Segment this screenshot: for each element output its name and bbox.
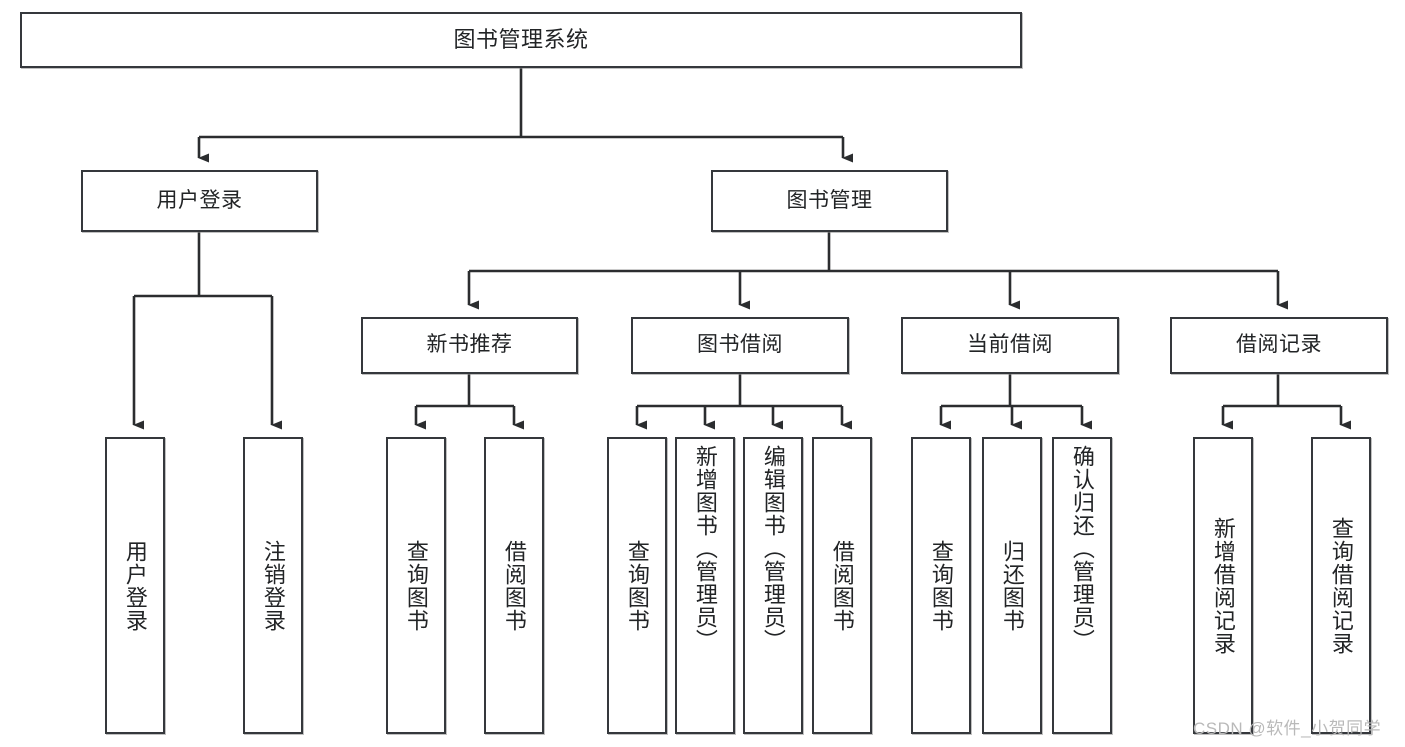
edge-group-user-login: [132, 232, 282, 430]
node-leaf-return-book[interactable]: 归还图书: [982, 437, 1042, 734]
edge-group-book-manage: [467, 232, 1288, 310]
node-current-borrow[interactable]: 当前借阅: [901, 317, 1119, 374]
node-leaf-confirm-return-admin-label: 确认归还（管理员）: [1069, 445, 1095, 652]
edge-group-root: [197, 68, 853, 163]
csdn-watermark: CSDN @软件_小贺同学: [1193, 719, 1382, 738]
node-leaf-user-login[interactable]: 用户登录: [105, 437, 165, 734]
node-leaf-user-login-label: 用户登录: [122, 539, 148, 632]
node-root-label: 图书管理系统: [453, 27, 589, 53]
node-leaf-query-book-2[interactable]: 查询图书: [607, 437, 667, 734]
node-new-book-recommend-label: 新书推荐: [426, 333, 513, 357]
edge-group-book-borrow: [635, 374, 852, 430]
node-leaf-query-book-1-label: 查询图书: [403, 539, 429, 632]
node-user-login-label: 用户登录: [156, 188, 243, 212]
node-leaf-add-book-admin[interactable]: 新增图书（管理员）: [675, 437, 735, 734]
node-leaf-add-book-admin-label: 新增图书（管理员）: [692, 445, 718, 652]
node-new-book-recommend[interactable]: 新书推荐: [361, 317, 578, 374]
node-leaf-query-book-3[interactable]: 查询图书: [911, 437, 971, 734]
node-leaf-edit-book-admin-label: 编辑图书（管理员）: [760, 445, 786, 652]
edge-group-current-borrow: [939, 374, 1092, 430]
node-book-manage-label: 图书管理: [786, 188, 873, 212]
node-book-borrow[interactable]: 图书借阅: [631, 317, 849, 374]
node-leaf-borrow-book-1-label: 借阅图书: [501, 539, 527, 632]
node-book-manage[interactable]: 图书管理: [711, 170, 948, 232]
node-leaf-borrow-book-2-label: 借阅图书: [829, 539, 855, 632]
node-root[interactable]: 图书管理系统: [20, 12, 1022, 68]
node-leaf-borrow-book-2[interactable]: 借阅图书: [812, 437, 872, 734]
node-leaf-edit-book-admin[interactable]: 编辑图书（管理员）: [743, 437, 803, 734]
edge-group-borrow-record: [1221, 374, 1351, 430]
node-leaf-logout-label: 注销登录: [260, 539, 286, 632]
node-leaf-query-book-2-label: 查询图书: [624, 539, 650, 632]
node-book-borrow-label: 图书借阅: [697, 333, 783, 357]
node-borrow-record-label: 借阅记录: [1236, 333, 1322, 357]
node-leaf-add-borrow-record-label: 新增借阅记录: [1210, 516, 1236, 655]
node-leaf-query-borrow-record-label: 查询借阅记录: [1328, 516, 1354, 655]
node-leaf-add-borrow-record[interactable]: 新增借阅记录: [1193, 437, 1253, 734]
node-leaf-query-book-3-label: 查询图书: [928, 539, 954, 632]
node-leaf-return-book-label: 归还图书: [999, 539, 1025, 632]
node-borrow-record[interactable]: 借阅记录: [1170, 317, 1388, 374]
node-leaf-confirm-return-admin[interactable]: 确认归还（管理员）: [1052, 437, 1112, 734]
node-leaf-borrow-book-1[interactable]: 借阅图书: [484, 437, 544, 734]
node-leaf-query-book-1[interactable]: 查询图书: [386, 437, 446, 734]
node-user-login[interactable]: 用户登录: [81, 170, 318, 232]
node-current-borrow-label: 当前借阅: [967, 333, 1053, 357]
node-leaf-logout[interactable]: 注销登录: [243, 437, 303, 734]
node-leaf-query-borrow-record[interactable]: 查询借阅记录: [1311, 437, 1371, 734]
edge-group-new-book-recommend: [414, 374, 524, 430]
